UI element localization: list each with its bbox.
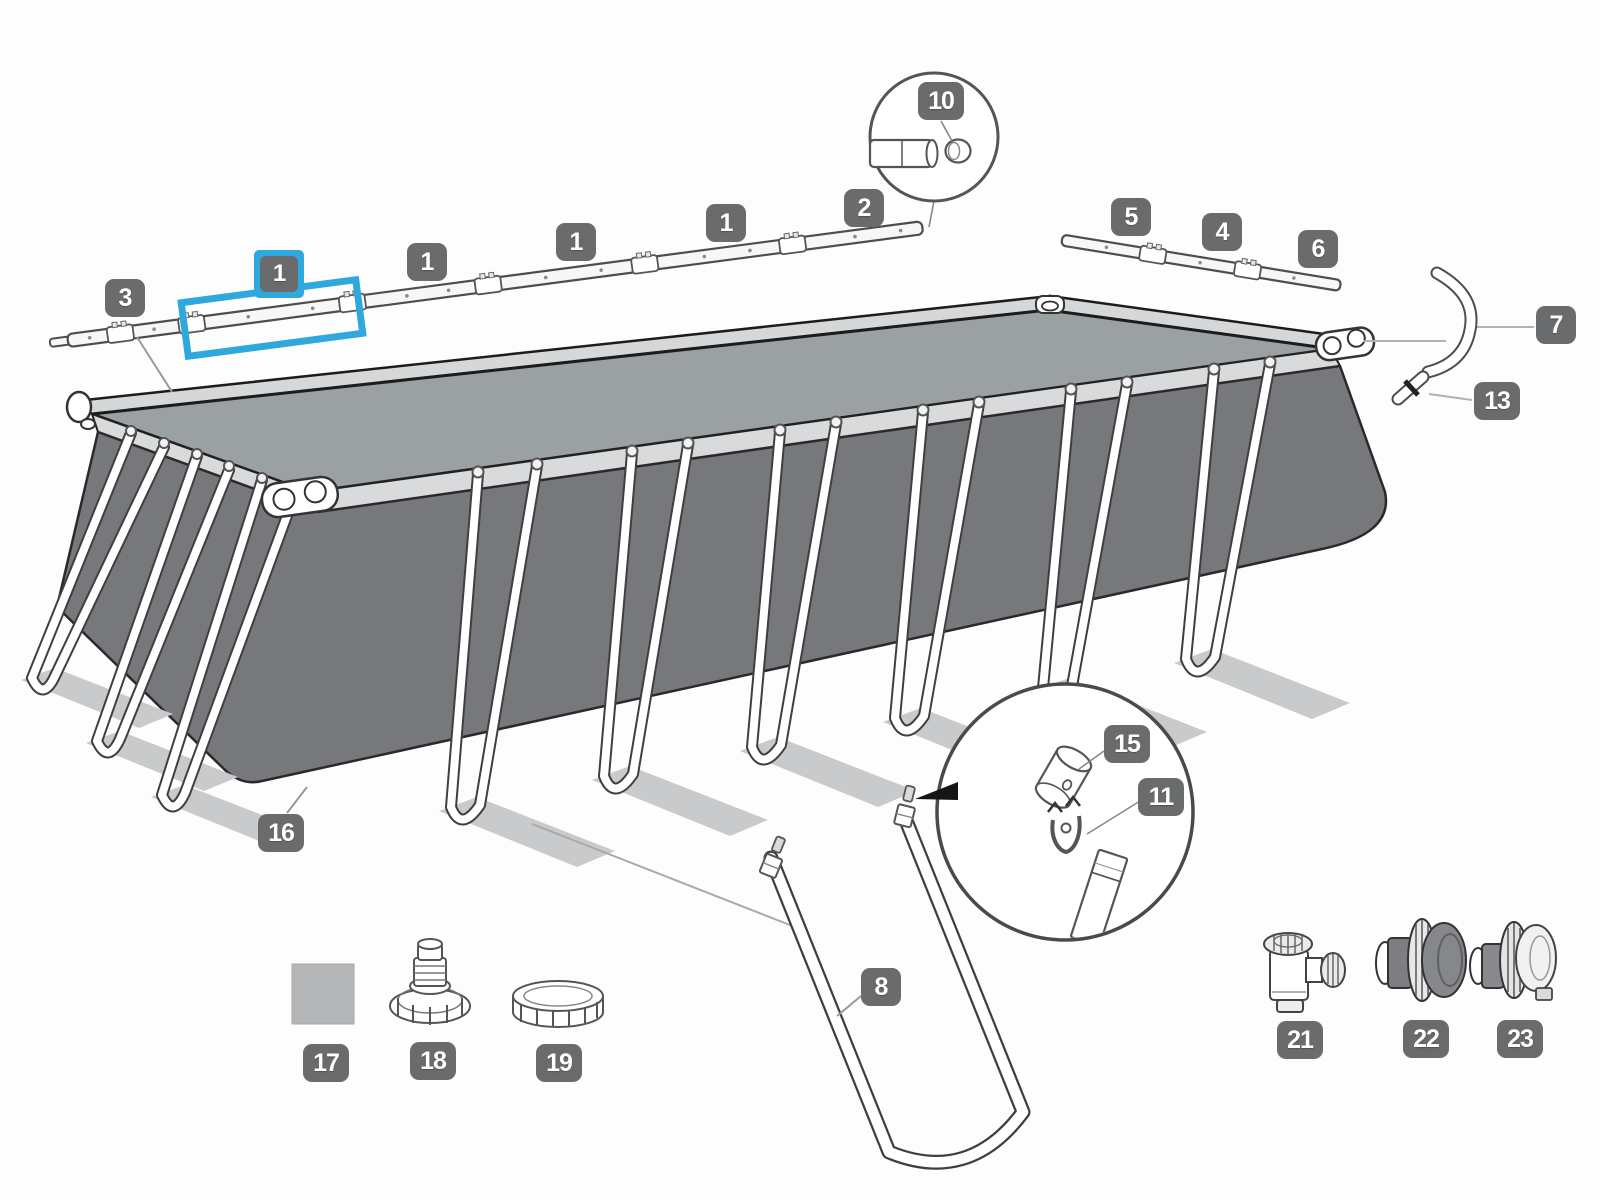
part-badge-21: 21 — [1277, 1021, 1323, 1059]
top-rail-short — [1060, 234, 1342, 292]
leader-16 — [286, 786, 308, 814]
top-rail-long — [48, 220, 924, 348]
spring-pin-11 — [1047, 794, 1082, 855]
part-badge-3: 3 — [105, 279, 145, 317]
part-badge-11: 11 — [1138, 778, 1184, 816]
frame-legs-left — [26, 427, 301, 813]
strainer-connector-23 — [1469, 921, 1557, 1001]
part-badge-19: 19 — [536, 1044, 582, 1082]
part-badge-1-highlighted: 1 — [260, 256, 298, 292]
leader-8 — [836, 995, 862, 1017]
pool-illustration — [21, 294, 1388, 928]
liner-patch-17 — [291, 963, 355, 1025]
part-badge-23: 23 — [1497, 1020, 1543, 1058]
part-badge-17: 17 — [303, 1044, 349, 1082]
highlighted-part-badge-frame: 1 — [254, 250, 304, 298]
leader-15 — [1078, 750, 1105, 770]
part-badge-15: 15 — [1104, 725, 1150, 763]
leg-tube-in-circle — [1070, 848, 1129, 938]
part-badge-2: 2 — [844, 189, 884, 227]
elbow-fitting-13 — [1391, 370, 1430, 406]
part-badge-1a: 1 — [407, 243, 447, 281]
hose-part-7 — [1363, 266, 1534, 406]
leg-part-8 — [758, 784, 1031, 1170]
part-badge-18: 18 — [410, 1042, 456, 1080]
part-badge-5: 5 — [1111, 198, 1151, 236]
leg-cap-15 — [1034, 745, 1093, 809]
part-badge-4: 4 — [1202, 213, 1242, 251]
leg8-clip-left — [758, 835, 786, 879]
leader-3 — [136, 336, 173, 393]
drain-valve-18 — [389, 938, 471, 1025]
detail-circle-rail-pin — [868, 71, 1000, 228]
leg8-clip-right — [893, 784, 916, 829]
valve-cap-19 — [512, 980, 604, 1028]
part-badge-16: 16 — [258, 814, 304, 852]
part-badge-7: 7 — [1536, 306, 1576, 344]
corner-joint-south — [260, 475, 340, 519]
part-badge-1b: 1 — [556, 223, 596, 261]
strainer-connector-22 — [1375, 918, 1467, 1002]
leg8-position-line — [531, 823, 796, 928]
part-badge-13: 13 — [1474, 382, 1520, 420]
part-badge-22: 22 — [1403, 1020, 1449, 1058]
corner-joint-west — [65, 390, 96, 430]
part-badge-8: 8 — [861, 968, 901, 1006]
part-badge-1c: 1 — [706, 204, 746, 242]
corner-joint-east — [1314, 326, 1376, 362]
corner-joint-north — [1035, 295, 1065, 314]
arrow-to-detail-circle — [915, 782, 958, 800]
part-badge-6: 6 — [1298, 230, 1338, 268]
inlet-valve-21 — [1263, 932, 1346, 1013]
leader-11 — [1086, 800, 1141, 835]
part-badge-10: 10 — [918, 82, 964, 120]
